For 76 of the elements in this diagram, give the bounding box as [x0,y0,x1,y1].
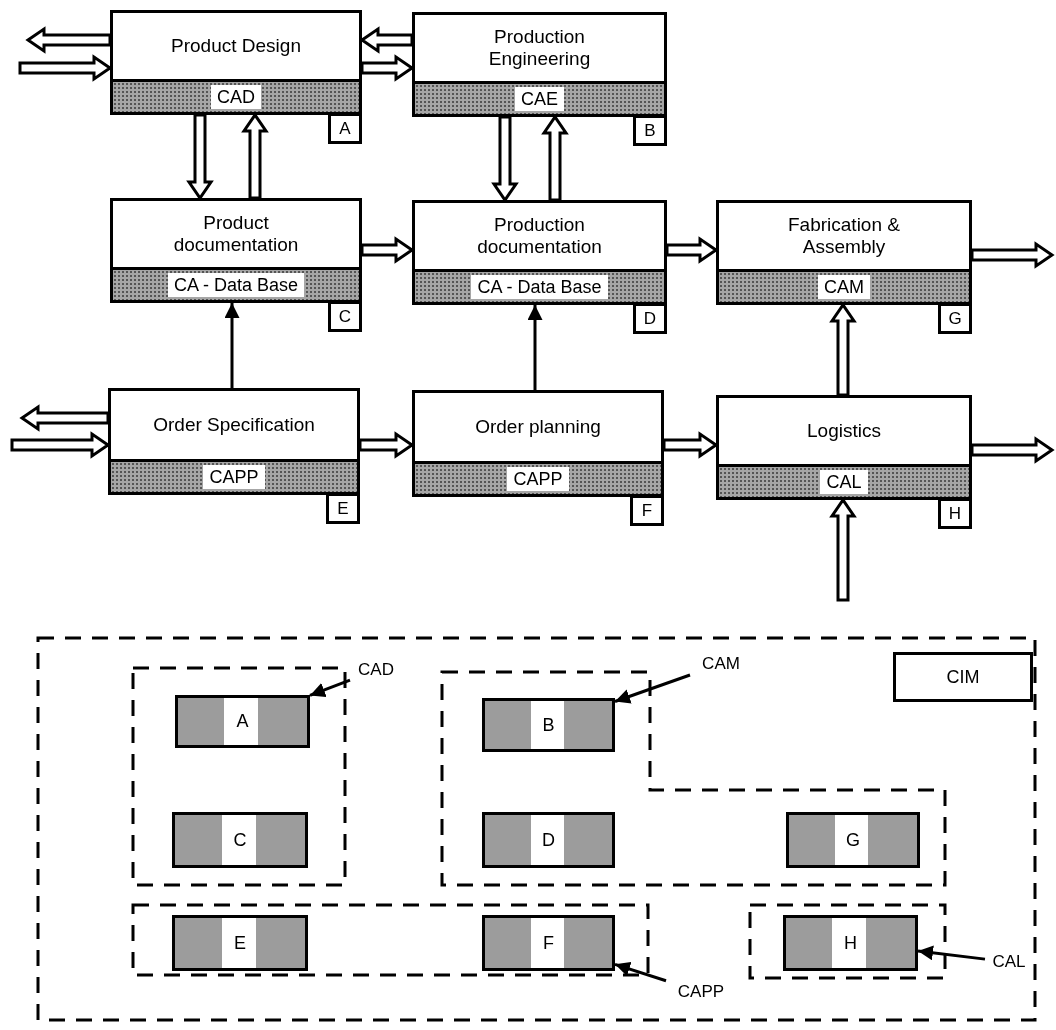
letter-tag: E [326,493,360,524]
box-title: Order Specification [153,414,315,436]
module-letter: D [542,829,555,851]
module-letter: F [543,932,554,954]
module-box [786,812,920,868]
software-label: CAPP [203,465,265,489]
hollow-arrow [358,431,415,459]
module-letter: E [234,932,246,954]
software-label: CA - Data Base [167,273,305,297]
group-label: CAM [690,652,752,676]
module-letter: G [846,829,860,851]
hollow-arrow [18,54,113,82]
software-label: CAPP [507,467,569,491]
arrow [224,303,240,388]
software-label: CAM [818,275,870,299]
hollow-arrow [491,115,519,203]
hollow-arrow [241,112,269,200]
box-title: Fabrication & Assembly [787,214,901,258]
group-label: CAD [350,658,402,682]
box-title: Production Engineering [487,26,592,70]
hollow-arrow [19,404,110,432]
group-label: CAL [985,950,1033,974]
module-box [482,915,615,971]
box-title: Order planning [475,416,601,438]
hollow-arrow [970,241,1055,269]
label-box: CIM [893,652,1033,702]
process-box [716,200,972,305]
hollow-arrow [186,113,214,201]
hollow-arrow [25,26,112,54]
module-box [783,915,918,971]
letter-tag: A [328,113,362,144]
module-box [172,915,308,971]
software-label: CAL [820,470,868,494]
module-letter: H [844,932,857,954]
process-box [716,395,972,500]
hollow-arrow [665,236,719,264]
hollow-arrow [829,302,857,397]
hollow-arrow [10,431,111,459]
arrow [527,305,543,390]
letter-tag: B [633,115,667,146]
process-box [108,388,360,495]
module-box [172,812,308,868]
box-title: Product documentation [172,212,300,256]
letter-tag: H [938,498,972,529]
box-title: Production documentation [476,214,603,258]
process-box [412,390,664,497]
module-letter: A [236,711,249,732]
hollow-arrow [541,114,569,202]
letter-tag: G [938,303,972,334]
module-letter: B [542,714,555,736]
module-box [482,698,615,752]
software-label: CAE [515,87,564,111]
module-box [175,695,310,748]
letter-tag: C [328,301,362,332]
leader-arrow [614,673,691,704]
process-box [110,198,362,303]
group-label: CAPP [666,980,736,1004]
hollow-arrow [662,431,719,459]
process-box [110,10,362,115]
software-label: CA - Data Base [471,275,608,299]
letter-tag: D [633,303,667,334]
letter-tag: F [630,495,664,526]
process-box [412,12,667,117]
module-box [482,812,615,868]
hollow-arrow [359,26,414,54]
hollow-arrow [829,497,857,602]
box-title: Logistics [807,420,881,442]
process-box [412,200,667,305]
software-label: CAD [211,85,261,109]
hollow-arrow [970,436,1055,464]
leader-arrow [614,961,667,983]
box-title: Product Design [171,35,301,57]
hollow-arrow [360,236,415,264]
module-letter: C [233,829,247,851]
hollow-arrow [360,54,415,82]
leader-arrow [917,945,986,961]
